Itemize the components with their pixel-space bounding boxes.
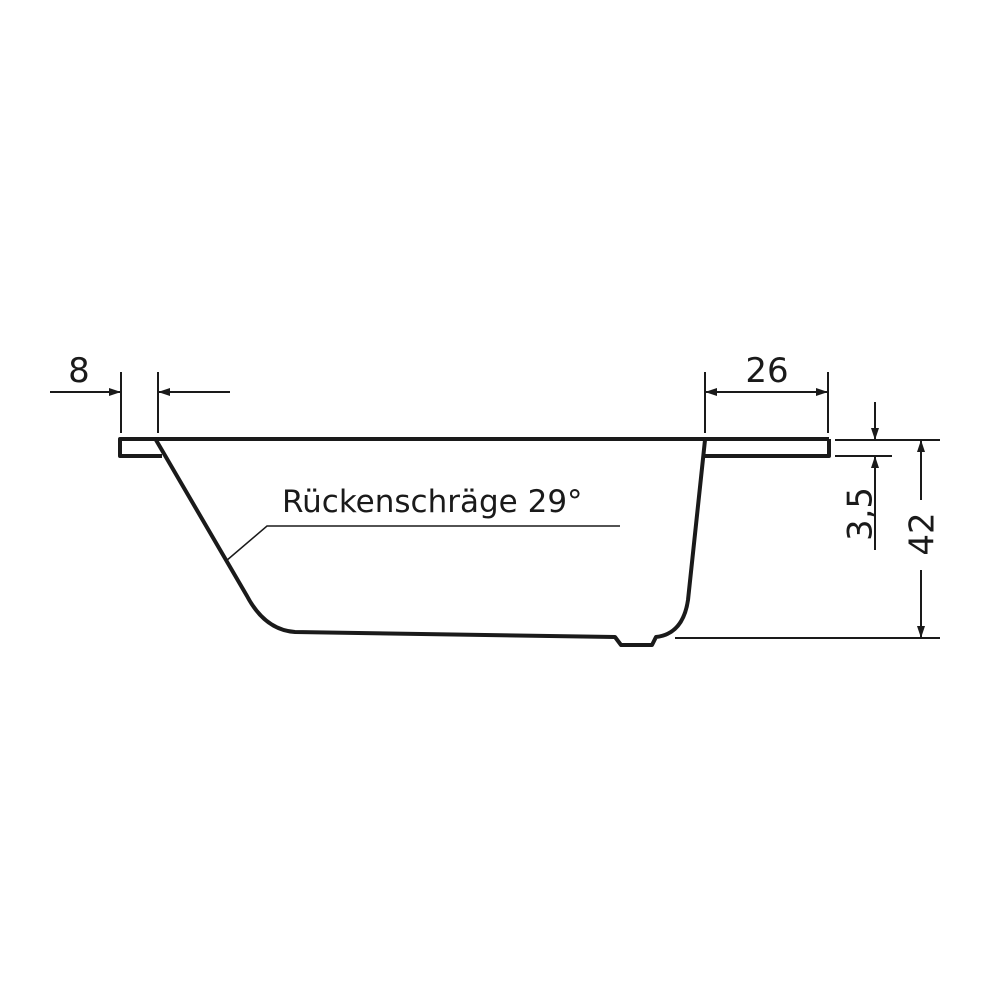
tub-outline	[118, 437, 831, 647]
dimension-rim-left	[50, 372, 230, 433]
dimension-label-total-height: 42	[903, 512, 943, 555]
tub-body	[154, 438, 707, 647]
dimension-label-rim-right: 26	[745, 351, 788, 391]
back-slope-annotation: Rückenschräge 29°	[282, 484, 583, 520]
left-flange	[118, 437, 162, 458]
dimension-label-rim-left: 8	[68, 351, 90, 391]
dimension-rim-right	[704, 372, 829, 433]
dimension-label-rim-thickness: 3,5	[841, 487, 881, 541]
extension-lines	[675, 439, 940, 639]
right-flange	[703, 439, 831, 458]
back-slope-leader	[225, 525, 620, 562]
